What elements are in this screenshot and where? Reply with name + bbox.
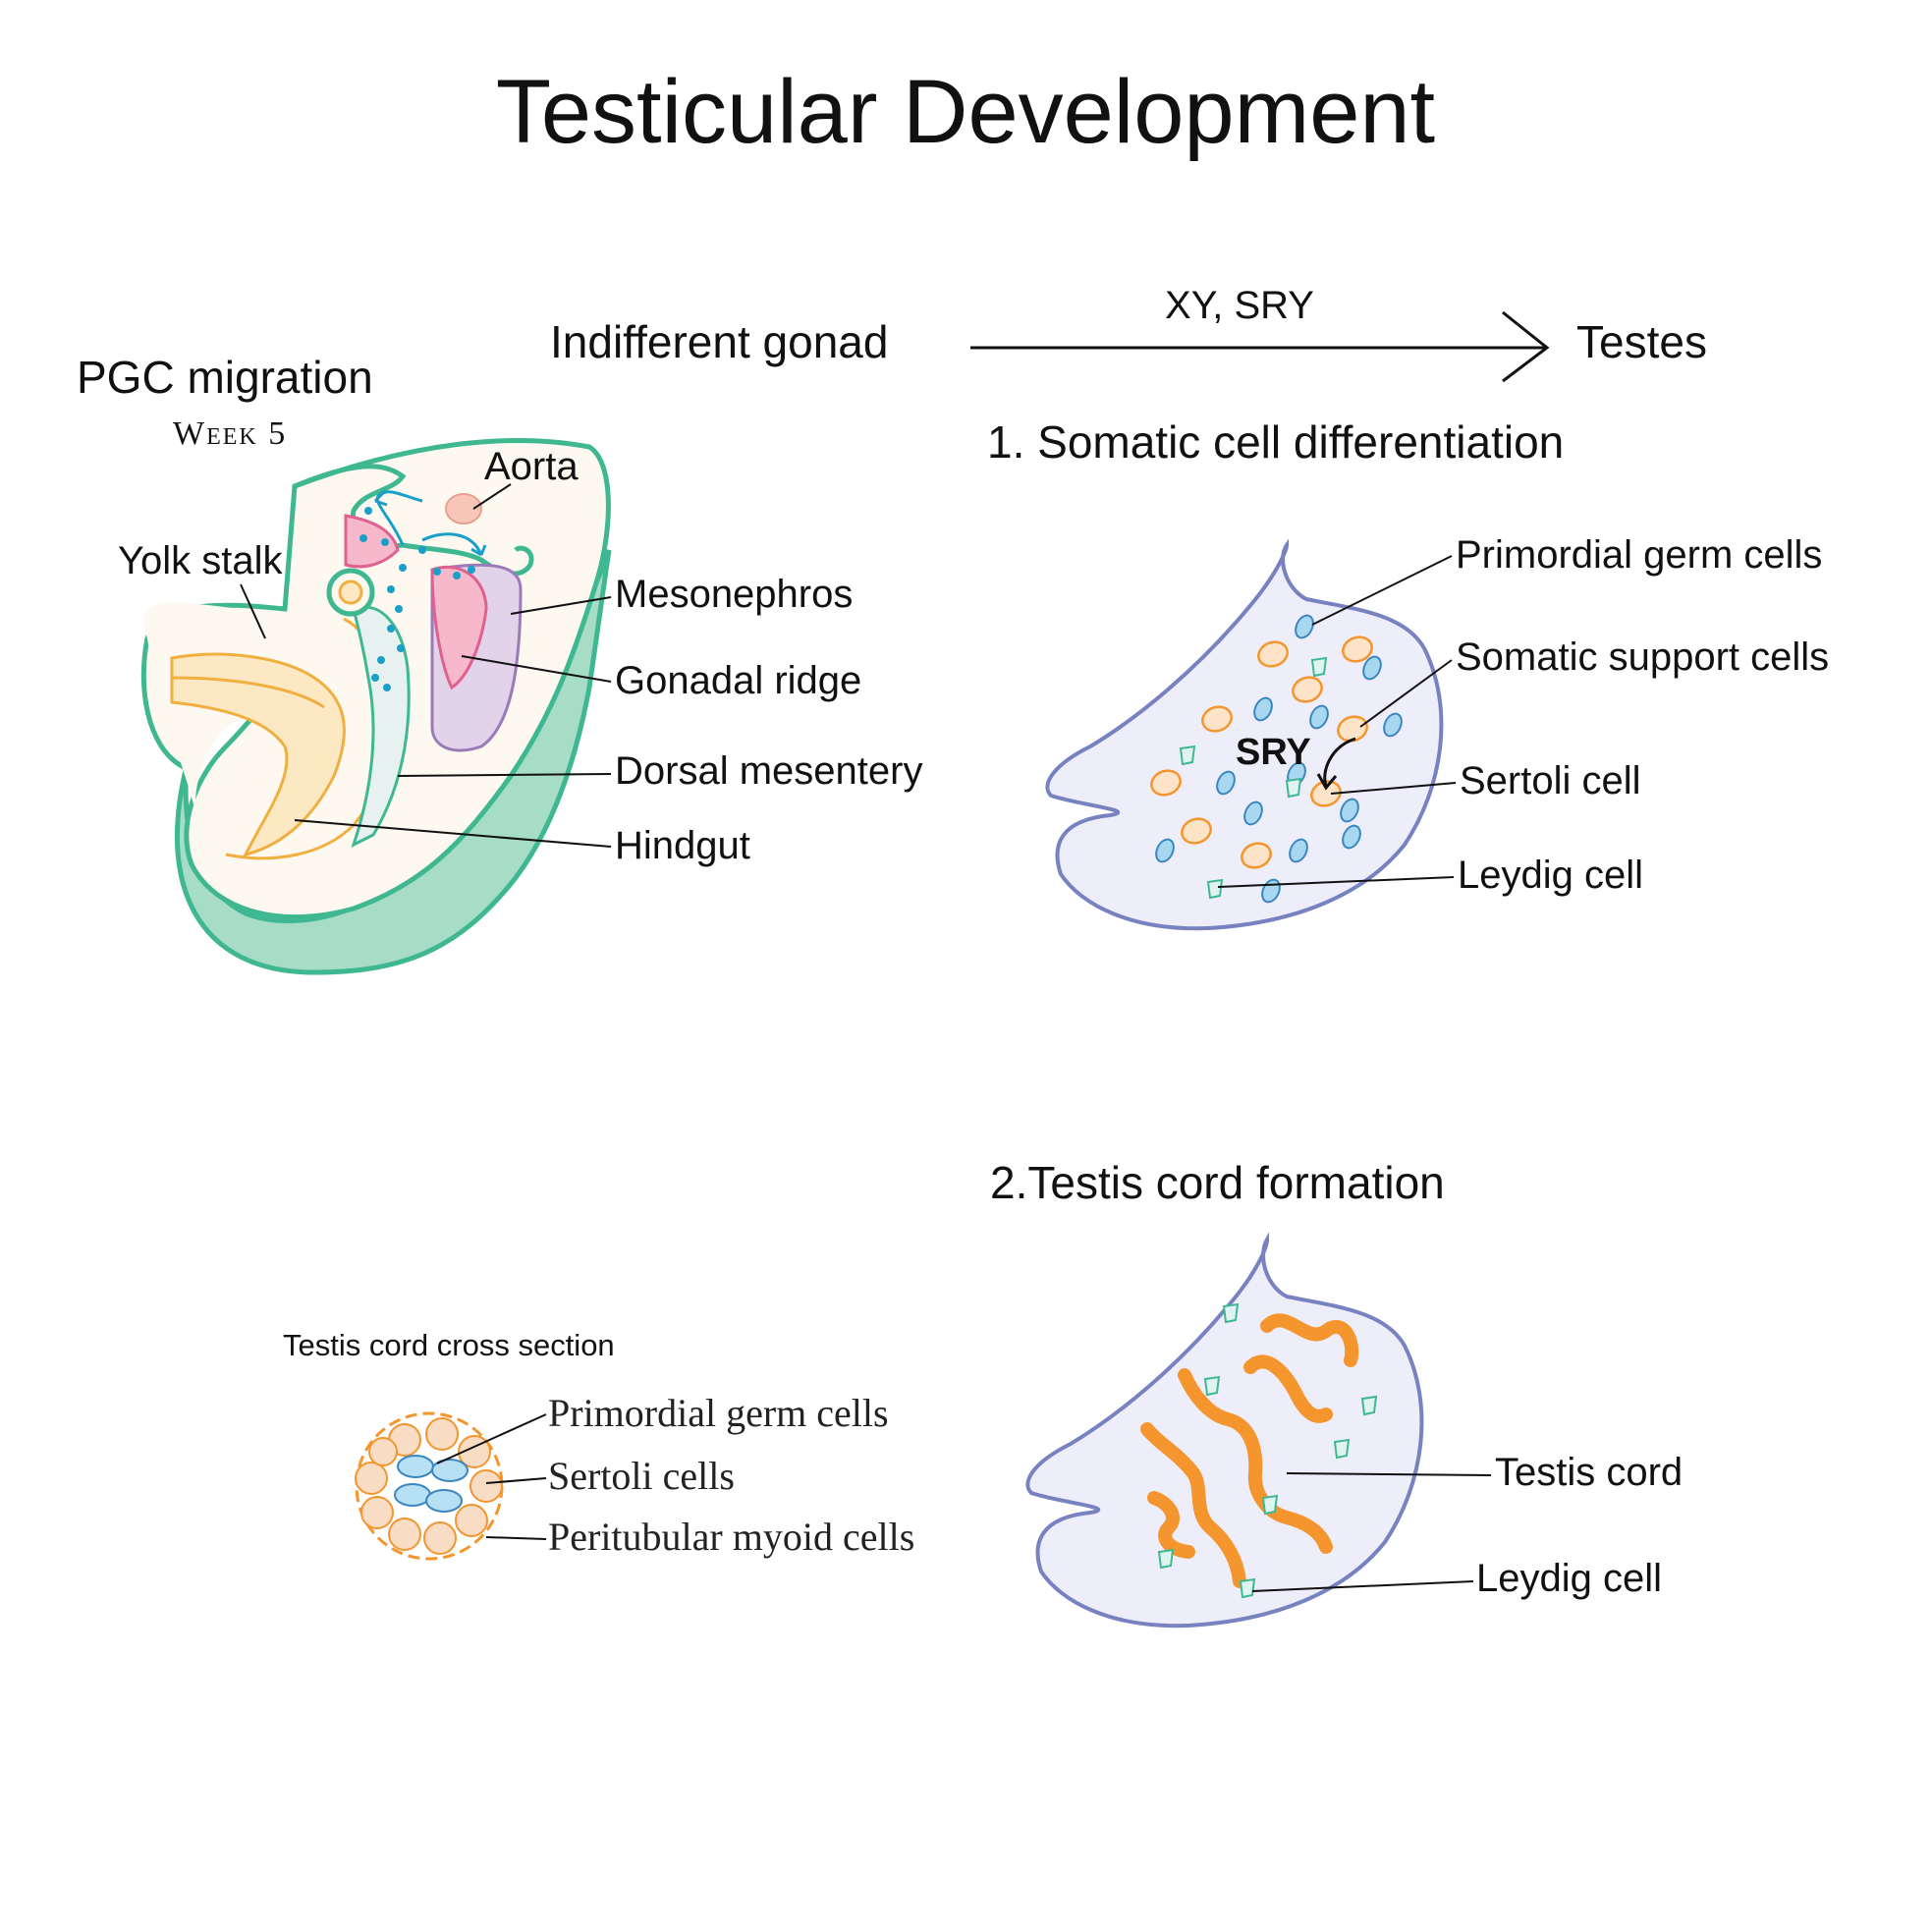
label-hindgut: Hindgut — [615, 824, 750, 867]
flow-to: Testes — [1576, 316, 1707, 367]
cross-label-sertoli: Sertoli cells — [548, 1454, 735, 1498]
step2-label-cord: Testis cord — [1495, 1451, 1683, 1494]
pgc-heading: PGC migration — [77, 352, 373, 403]
embryo-illustration — [140, 438, 612, 975]
flow-from: Indifferent gonad — [550, 316, 888, 367]
step1-heading: 1. Somatic cell differentiation — [987, 416, 1564, 468]
step2-label-leydig: Leydig cell — [1476, 1557, 1662, 1600]
cross-label-pgc: Primordial germ cells — [548, 1391, 889, 1435]
pgc-subheading: Week 5 — [173, 415, 287, 452]
label-gonadal-ridge: Gonadal ridge — [615, 659, 861, 702]
cross-section-illustration — [355, 1411, 504, 1561]
flow-condition: XY, SRY — [1165, 284, 1314, 327]
step1-center-label: SRY — [1236, 732, 1311, 773]
step1-label-somatic: Somatic support cells — [1456, 635, 1829, 679]
gonad-step1 — [1045, 538, 1444, 931]
step1-label-sertoli: Sertoli cell — [1460, 759, 1641, 802]
step2-heading: 2.Testis cord formation — [990, 1157, 1445, 1208]
page-title: Testicular Development — [496, 62, 1435, 162]
cross-label-myoid: Peritubular myoid cells — [548, 1515, 914, 1559]
step1-label-leydig: Leydig cell — [1458, 854, 1643, 897]
label-mesonephros: Mesonephros — [615, 573, 853, 616]
gonad-step2 — [1025, 1239, 1424, 1628]
step1-label-pgc: Primordial germ cells — [1456, 533, 1822, 577]
label-yolk-stalk: Yolk stalk — [118, 539, 284, 582]
label-aorta: Aorta — [484, 445, 579, 488]
cross-section-heading: Testis cord cross section — [283, 1328, 615, 1362]
label-dorsal-mesentery: Dorsal mesentery — [615, 749, 922, 793]
